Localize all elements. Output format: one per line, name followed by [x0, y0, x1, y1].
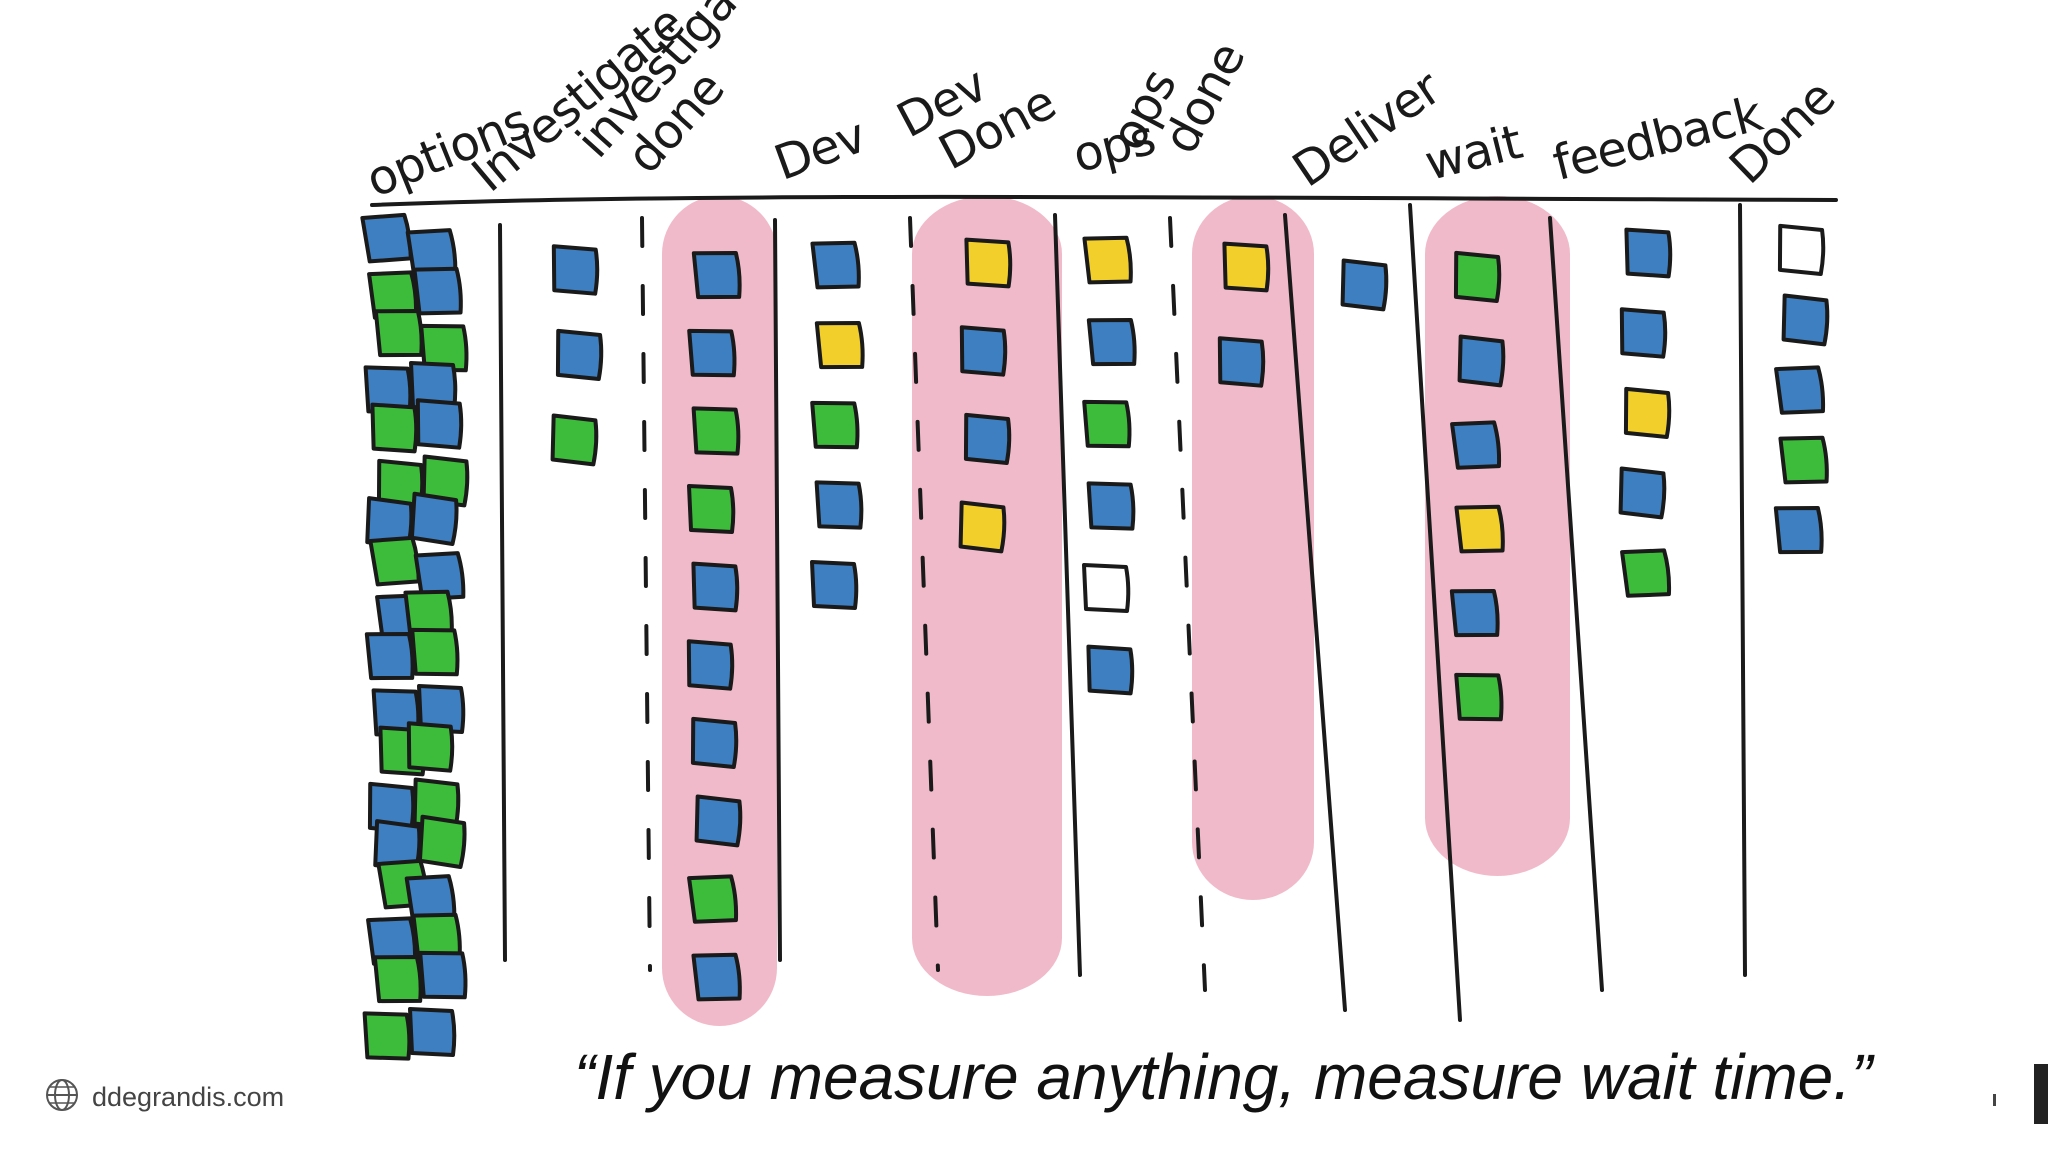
card	[409, 491, 459, 546]
card	[364, 632, 415, 681]
card	[550, 413, 599, 467]
card	[1086, 318, 1137, 367]
card	[1624, 227, 1673, 279]
card	[360, 212, 413, 264]
column-divider	[908, 216, 940, 972]
card	[687, 328, 737, 378]
card	[417, 814, 467, 869]
card	[814, 321, 865, 370]
cards-layer	[360, 212, 1830, 1061]
card	[694, 794, 743, 848]
card	[691, 952, 742, 1002]
column-divider	[1408, 203, 1462, 1022]
card	[1623, 386, 1672, 440]
card	[1340, 258, 1389, 312]
corner-mark	[1993, 1094, 1996, 1106]
card	[690, 716, 739, 770]
card	[963, 412, 1012, 466]
card	[1082, 563, 1131, 613]
dev-done-highlight	[912, 196, 1062, 996]
site-url: ddegrandis.com	[92, 1081, 285, 1112]
card	[691, 561, 740, 613]
card	[810, 400, 860, 450]
card	[1217, 336, 1266, 388]
card	[1086, 644, 1135, 696]
card	[687, 874, 739, 924]
header-line	[370, 194, 1838, 207]
card	[1454, 504, 1505, 554]
card	[1457, 334, 1506, 388]
column-divider	[1548, 216, 1604, 992]
card	[691, 406, 741, 456]
card	[1449, 589, 1500, 638]
card	[1618, 466, 1667, 520]
column-divider	[640, 216, 652, 972]
card	[417, 684, 466, 734]
card	[1086, 481, 1136, 531]
globe-icon	[44, 1077, 80, 1118]
card	[686, 639, 735, 691]
card	[370, 402, 419, 454]
card	[1619, 307, 1668, 359]
column-divider	[1053, 213, 1082, 977]
card	[1082, 399, 1132, 449]
card	[1778, 435, 1829, 485]
card	[408, 1007, 457, 1057]
board-lines	[370, 194, 1838, 1022]
card	[810, 560, 859, 610]
card	[551, 244, 600, 296]
card	[421, 454, 470, 508]
card	[1620, 548, 1672, 598]
column-divider	[498, 223, 507, 962]
card	[373, 309, 424, 358]
card	[814, 480, 864, 530]
card	[1454, 672, 1504, 722]
card	[810, 240, 861, 290]
card	[413, 551, 466, 602]
card	[687, 484, 736, 534]
card	[406, 721, 455, 773]
card	[555, 328, 604, 382]
card	[410, 627, 460, 677]
card	[691, 251, 742, 300]
card	[1774, 365, 1826, 415]
site-credit: ddegrandis.com	[44, 1078, 285, 1114]
card	[362, 1011, 412, 1061]
card	[959, 325, 1008, 377]
column-divider	[773, 218, 782, 962]
card	[958, 500, 1007, 554]
corner-bar	[2034, 1064, 2048, 1124]
ops-done-highlight	[1192, 196, 1314, 900]
card	[1781, 293, 1830, 347]
card	[372, 955, 423, 1004]
card	[1450, 420, 1502, 470]
quote-caption: “If you measure anything, measure wait t…	[574, 1041, 1873, 1113]
card	[1082, 235, 1133, 285]
card	[419, 323, 469, 373]
card	[1453, 250, 1502, 304]
card	[1222, 241, 1271, 293]
column-divider	[1738, 203, 1747, 977]
card	[368, 535, 421, 587]
card	[418, 950, 468, 1000]
card	[1777, 223, 1826, 277]
card	[415, 398, 464, 450]
card	[412, 266, 463, 316]
column-divider	[1283, 213, 1347, 1012]
card	[1773, 506, 1824, 555]
card	[964, 237, 1013, 289]
